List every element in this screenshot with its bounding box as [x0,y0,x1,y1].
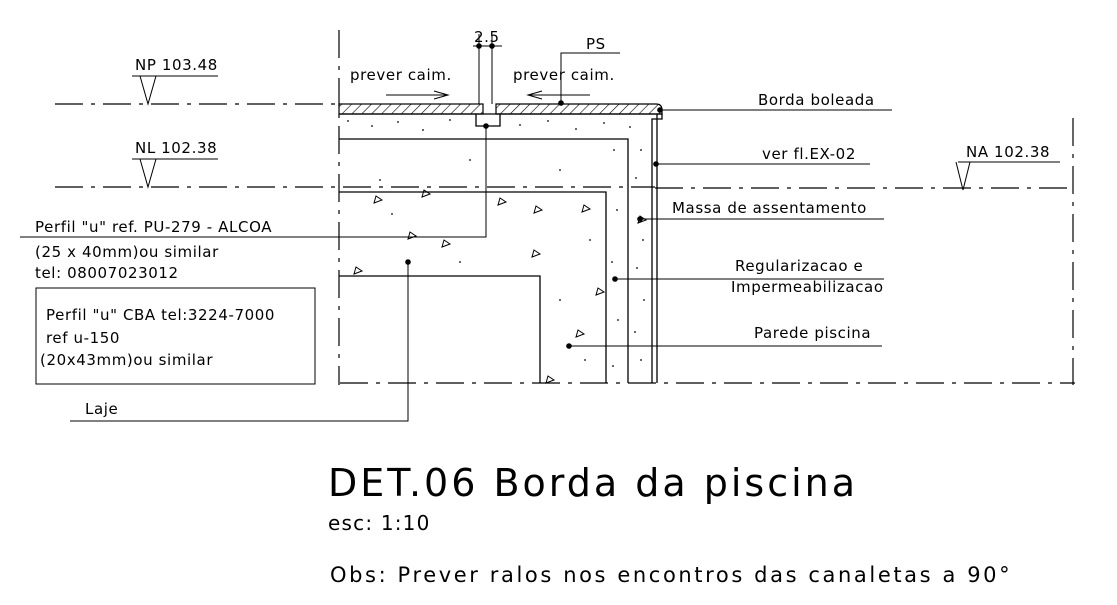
ver-fl-callout: ver fl.EX-02 [653,145,870,167]
regularizacao-label-1: Regularizacao e [735,257,863,275]
perfil-pu-line2: (25 x 40mm)ou similar [35,243,219,261]
detail-observation: Obs: Prever ralos nos encontros das cana… [330,563,1012,587]
ps-leader: PS [558,35,620,106]
parede-callout: Parede piscina [566,324,882,349]
concrete-aggregate [353,189,648,384]
perfil-cba-line3: (20x43mm)ou similar [40,351,213,369]
perfil-cba-box: Perfil "u" CBA tel:3224-7000 ref u-150 (… [35,287,316,385]
laje-callout: Laje [70,259,411,422]
np-level-marker: NP 103.48 [132,56,218,106]
perfil-pu-line3: tel: 08007023012 [35,264,179,282]
massa-label: Massa de assentamento [672,199,867,217]
setting-bed-outline [339,113,663,383]
ps-label: PS [586,35,606,53]
slope-arrow-right: prever caim. [513,66,615,100]
laje-label: Laje [85,400,118,418]
slope-arrow-left: prever caim. [350,66,452,100]
nl-level-label: NL 102.38 [135,139,217,157]
ver-fl-label: ver fl.EX-02 [762,145,856,163]
prever-caim-left-label: prever caim. [350,66,452,84]
lower-slab-outline [339,275,541,383]
na-level-label: NA 102.38 [966,143,1050,161]
prever-caim-right-label: prever caim. [513,66,615,84]
gap-dimension-label: 2.5 [474,28,500,46]
detail-title: DET.06 Borda da piscina [328,461,858,505]
perfil-pu-line1: Perfil "u" ref. PU-279 - ALCOA [35,218,272,236]
massa-callout: Massa de assentamento [637,199,884,222]
perfil-cba-line1: Perfil "u" CBA tel:3224-7000 [46,306,275,324]
perfil-cba-line2: ref u-150 [46,329,120,347]
na-level-marker: NA 102.38 [955,143,1060,191]
gap-dimension: 2.5 [473,28,502,104]
left-deck-slab [338,103,484,115]
parede-label: Parede piscina [754,324,871,342]
np-level-label: NP 103.48 [135,56,218,74]
borda-boleada-callout: Borda boleada [657,91,892,113]
regularizacao-label-2: Impermeabilizacao [731,278,884,296]
regularizacao-callout: Regularizacao e Impermeabilizacao [612,257,884,296]
nl-level-marker: NL 102.38 [132,139,218,189]
pool-wall-inner-outline [339,138,629,383]
mortar-stipple [347,119,645,367]
right-deck-slab-borda-boleada [495,103,663,115]
detail-scale: esc: 1:10 [328,511,431,535]
perfil-pu-callout: Perfil "u" ref. PU-279 - ALCOA (25 x 40m… [20,123,489,282]
borda-boleada-label: Borda boleada [758,91,875,109]
concrete-slab-outline [339,191,607,383]
